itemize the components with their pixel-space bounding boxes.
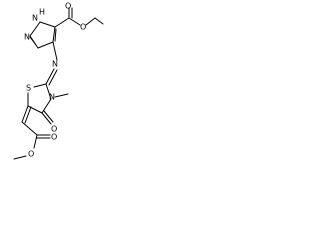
atom-s: S <box>26 84 31 93</box>
atom-n-imidazole: N <box>24 33 30 42</box>
atom-o-methyl-ester-carbonyl: O <box>51 133 57 142</box>
imidazole-ring <box>29 21 57 49</box>
atom-o-ring-carbonyl: O <box>51 125 57 134</box>
molecule-structure: N H N N S N O O O O O <box>0 0 104 181</box>
bond-ch-carbonyl <box>21 121 38 136</box>
bond-nimine-c2-thz-double <box>48 69 58 86</box>
bond-c5-ch <box>21 105 29 123</box>
atom-n-h: N <box>32 14 38 23</box>
atom-o-methyl-ester-ether: O <box>28 150 34 159</box>
atom-o-ester-ether: O <box>80 23 86 32</box>
atom-n-thiazolidine: N <box>49 93 55 102</box>
bond-ch2-ch3 <box>94 17 104 25</box>
bond-c5-c4 <box>52 26 56 43</box>
bond-c4-n3 <box>41 98 52 114</box>
bond-c5-carbonyl <box>54 17 70 28</box>
bond-c4-n3 <box>37 41 54 49</box>
thiazolidinone-ring <box>27 83 69 125</box>
bond-n3-c2 <box>45 83 52 100</box>
bond-c4-o <box>41 112 52 125</box>
bond-oether-ch2 <box>85 17 96 26</box>
ethyl-ester <box>54 7 104 28</box>
bond-c5-ch-double <box>24 106 32 124</box>
bond-c4-nimine <box>52 41 58 61</box>
bond-carbonyl-oether <box>68 17 81 26</box>
bond-c5-c4 <box>27 105 43 114</box>
atom-h: H <box>39 8 45 17</box>
bond-oether2-methyl <box>13 155 27 160</box>
bond-carbonyl-oether2 <box>33 134 38 149</box>
structure-svg: N H N N S N O O O O O <box>13 2 104 160</box>
bond-c2-nh <box>29 21 41 37</box>
bond-n-methyl <box>54 93 69 98</box>
bond-n3-c2-double <box>29 36 37 46</box>
methylene-ester <box>13 105 51 160</box>
atom-n-imine: N <box>52 60 58 69</box>
imine-linkage <box>45 41 58 86</box>
bond-nh-c5 <box>39 21 56 28</box>
bond-c2-s <box>33 83 47 88</box>
bond-c5-c4-double <box>54 28 57 42</box>
atom-o-ester-carbonyl: O <box>65 2 71 11</box>
bond-c4-o-double <box>43 110 54 123</box>
bond-nimine-c2-thz <box>45 68 55 85</box>
